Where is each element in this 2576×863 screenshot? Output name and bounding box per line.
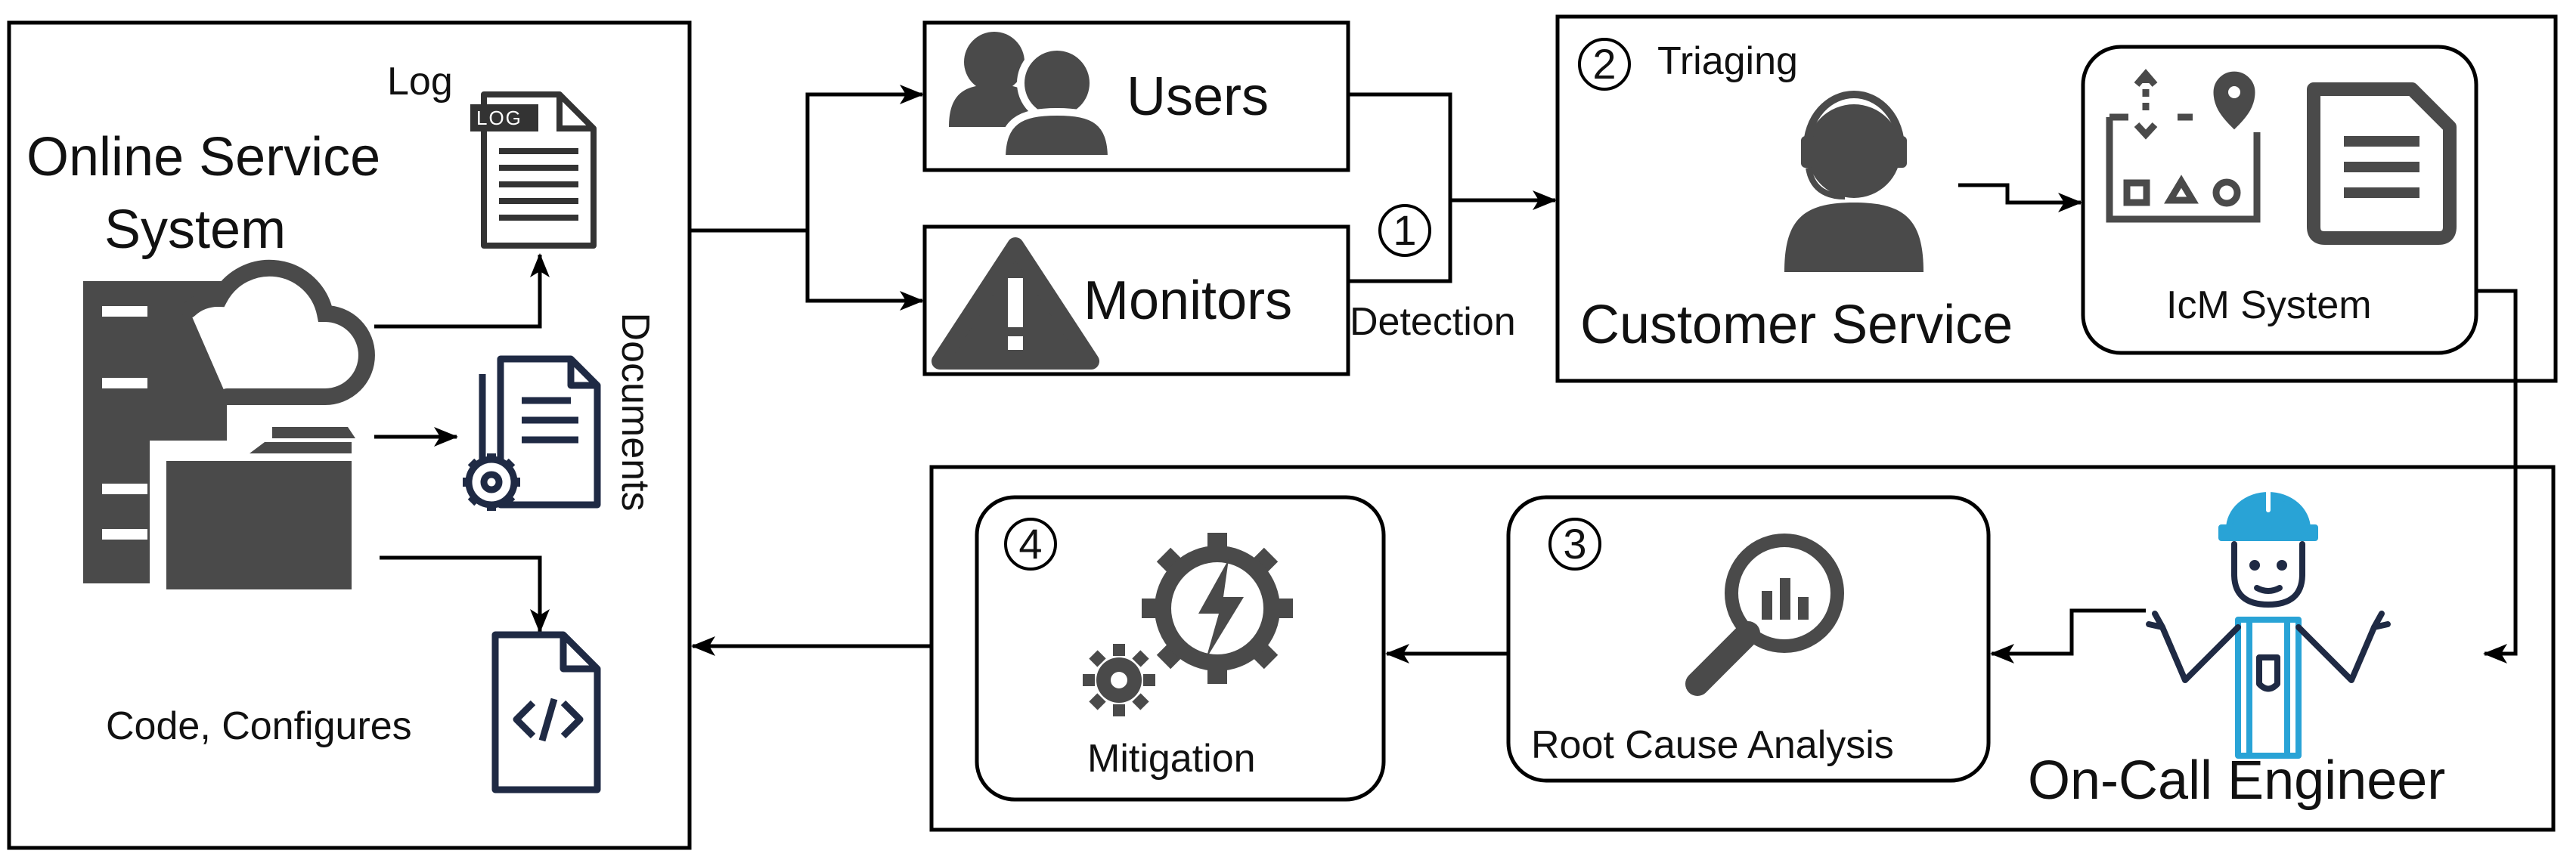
monitors-merge — [1348, 200, 1452, 283]
folder-icon — [150, 427, 380, 597]
monitors-box — [922, 224, 1350, 376]
step-3-circle — [1548, 518, 1601, 571]
step-4-number: 4 — [1018, 520, 1043, 568]
log-file-icon — [470, 91, 597, 249]
warning-icon — [932, 237, 1099, 370]
code-configures-label: Code, Configures — [106, 704, 412, 748]
step-1-circle — [1378, 204, 1431, 257]
step-1-number: 1 — [1393, 206, 1417, 254]
online-service-title-line1: Online Service — [26, 127, 381, 187]
mitigation-label: Mitigation — [1087, 737, 1256, 781]
arrow-agent-to-icm — [1958, 183, 2082, 212]
users-merge — [1348, 92, 1557, 210]
icm-system-label: IcM System — [2166, 283, 2372, 327]
triaging-box — [1555, 14, 2558, 383]
arrow-to-users — [805, 85, 924, 230]
document-icon — [2307, 82, 2457, 245]
arrow-engineer-to-rca — [1990, 608, 2146, 663]
step-2-circle — [1578, 38, 1631, 91]
connectors — [374, 85, 2518, 663]
online-service-title-line2: System — [104, 200, 287, 260]
rca-box — [1506, 495, 1991, 783]
log-label: Log — [387, 60, 453, 104]
arrow-to-log — [374, 253, 550, 329]
log-tag: LOG — [476, 107, 522, 129]
customer-service-label: Customer Service — [1580, 295, 2013, 355]
detection-label: Detection — [1350, 300, 1516, 344]
documents-label: Documents — [613, 312, 657, 512]
triaging-label: Triaging — [1657, 39, 1798, 83]
arrow-icm-to-engineer — [2476, 289, 2518, 663]
resolution-box — [929, 465, 2556, 832]
arrow-to-monitors — [805, 230, 924, 311]
step-2-number: 2 — [1592, 40, 1617, 88]
step-4-circle — [1004, 518, 1057, 571]
gear-lightning-icon — [1083, 533, 1293, 716]
documents-settings-icon — [463, 355, 601, 511]
on-call-engineer-label: On-Call Engineer — [2028, 750, 2446, 811]
arrow-to-code — [374, 555, 550, 633]
icm-system-box — [2081, 45, 2478, 355]
step-3-number: 3 — [1563, 520, 1587, 568]
online-service-box — [7, 20, 692, 850]
icm-board-icon — [2106, 69, 2261, 223]
users-icon — [949, 32, 1116, 162]
users-label: Users — [1127, 67, 1269, 127]
engineer-icon — [2146, 489, 2391, 759]
mitigation-box — [975, 495, 1386, 802]
cloud-icon — [181, 259, 375, 405]
root-cause-analysis-label: Root Cause Analysis — [1531, 723, 1894, 767]
code-file-icon — [491, 631, 601, 793]
headset-agent-icon — [1784, 91, 1923, 272]
monitors-label: Monitors — [1083, 271, 1293, 331]
magnifier-chart-icon — [1685, 534, 1844, 696]
